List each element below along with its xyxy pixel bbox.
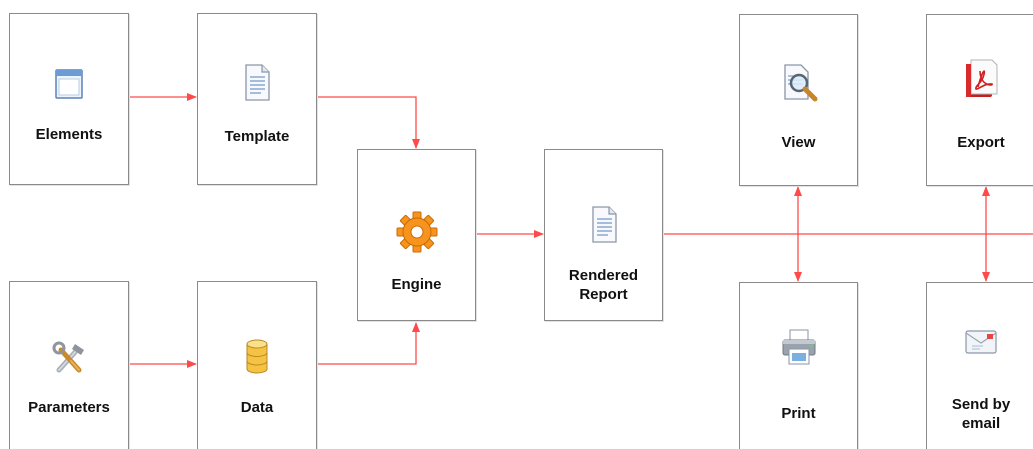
node-view[interactable]: View [739,14,858,186]
node-rendered-report[interactable]: Rendered Report [544,149,663,321]
node-label: Print [781,405,816,422]
node-export[interactable]: Export [926,14,1033,186]
window-icon [55,69,83,99]
node-label: Elements [35,126,103,143]
node-print[interactable]: Print [739,282,858,449]
envelope-icon [965,330,997,354]
node-label: Send by email [951,396,1011,432]
node-parameters[interactable]: Parameters [9,281,129,449]
node-engine[interactable]: Engine [357,149,476,321]
pdf-icon [966,59,998,97]
document-icon [245,64,270,101]
node-template[interactable]: Template [197,13,317,185]
database-icon [246,339,268,374]
arrow-template-to-engine [317,96,420,149]
node-label: Rendered Report [568,267,639,303]
magnifier-document-icon [783,64,817,102]
node-label: Engine [391,276,442,293]
node-label: View [781,134,816,151]
gear-icon [396,211,437,253]
node-label: Template [224,128,290,145]
arrow-data-to-engine [317,322,420,365]
tools-icon [52,341,84,373]
node-label: Data [240,399,274,416]
node-label: Parameters [28,399,110,416]
node-data[interactable]: Data [197,281,317,449]
printer-icon [782,329,815,365]
node-send-by-email[interactable]: Send by email [926,282,1033,449]
document-icon [591,206,617,243]
node-elements[interactable]: Elements [9,13,129,185]
node-label: Export [957,134,1005,151]
